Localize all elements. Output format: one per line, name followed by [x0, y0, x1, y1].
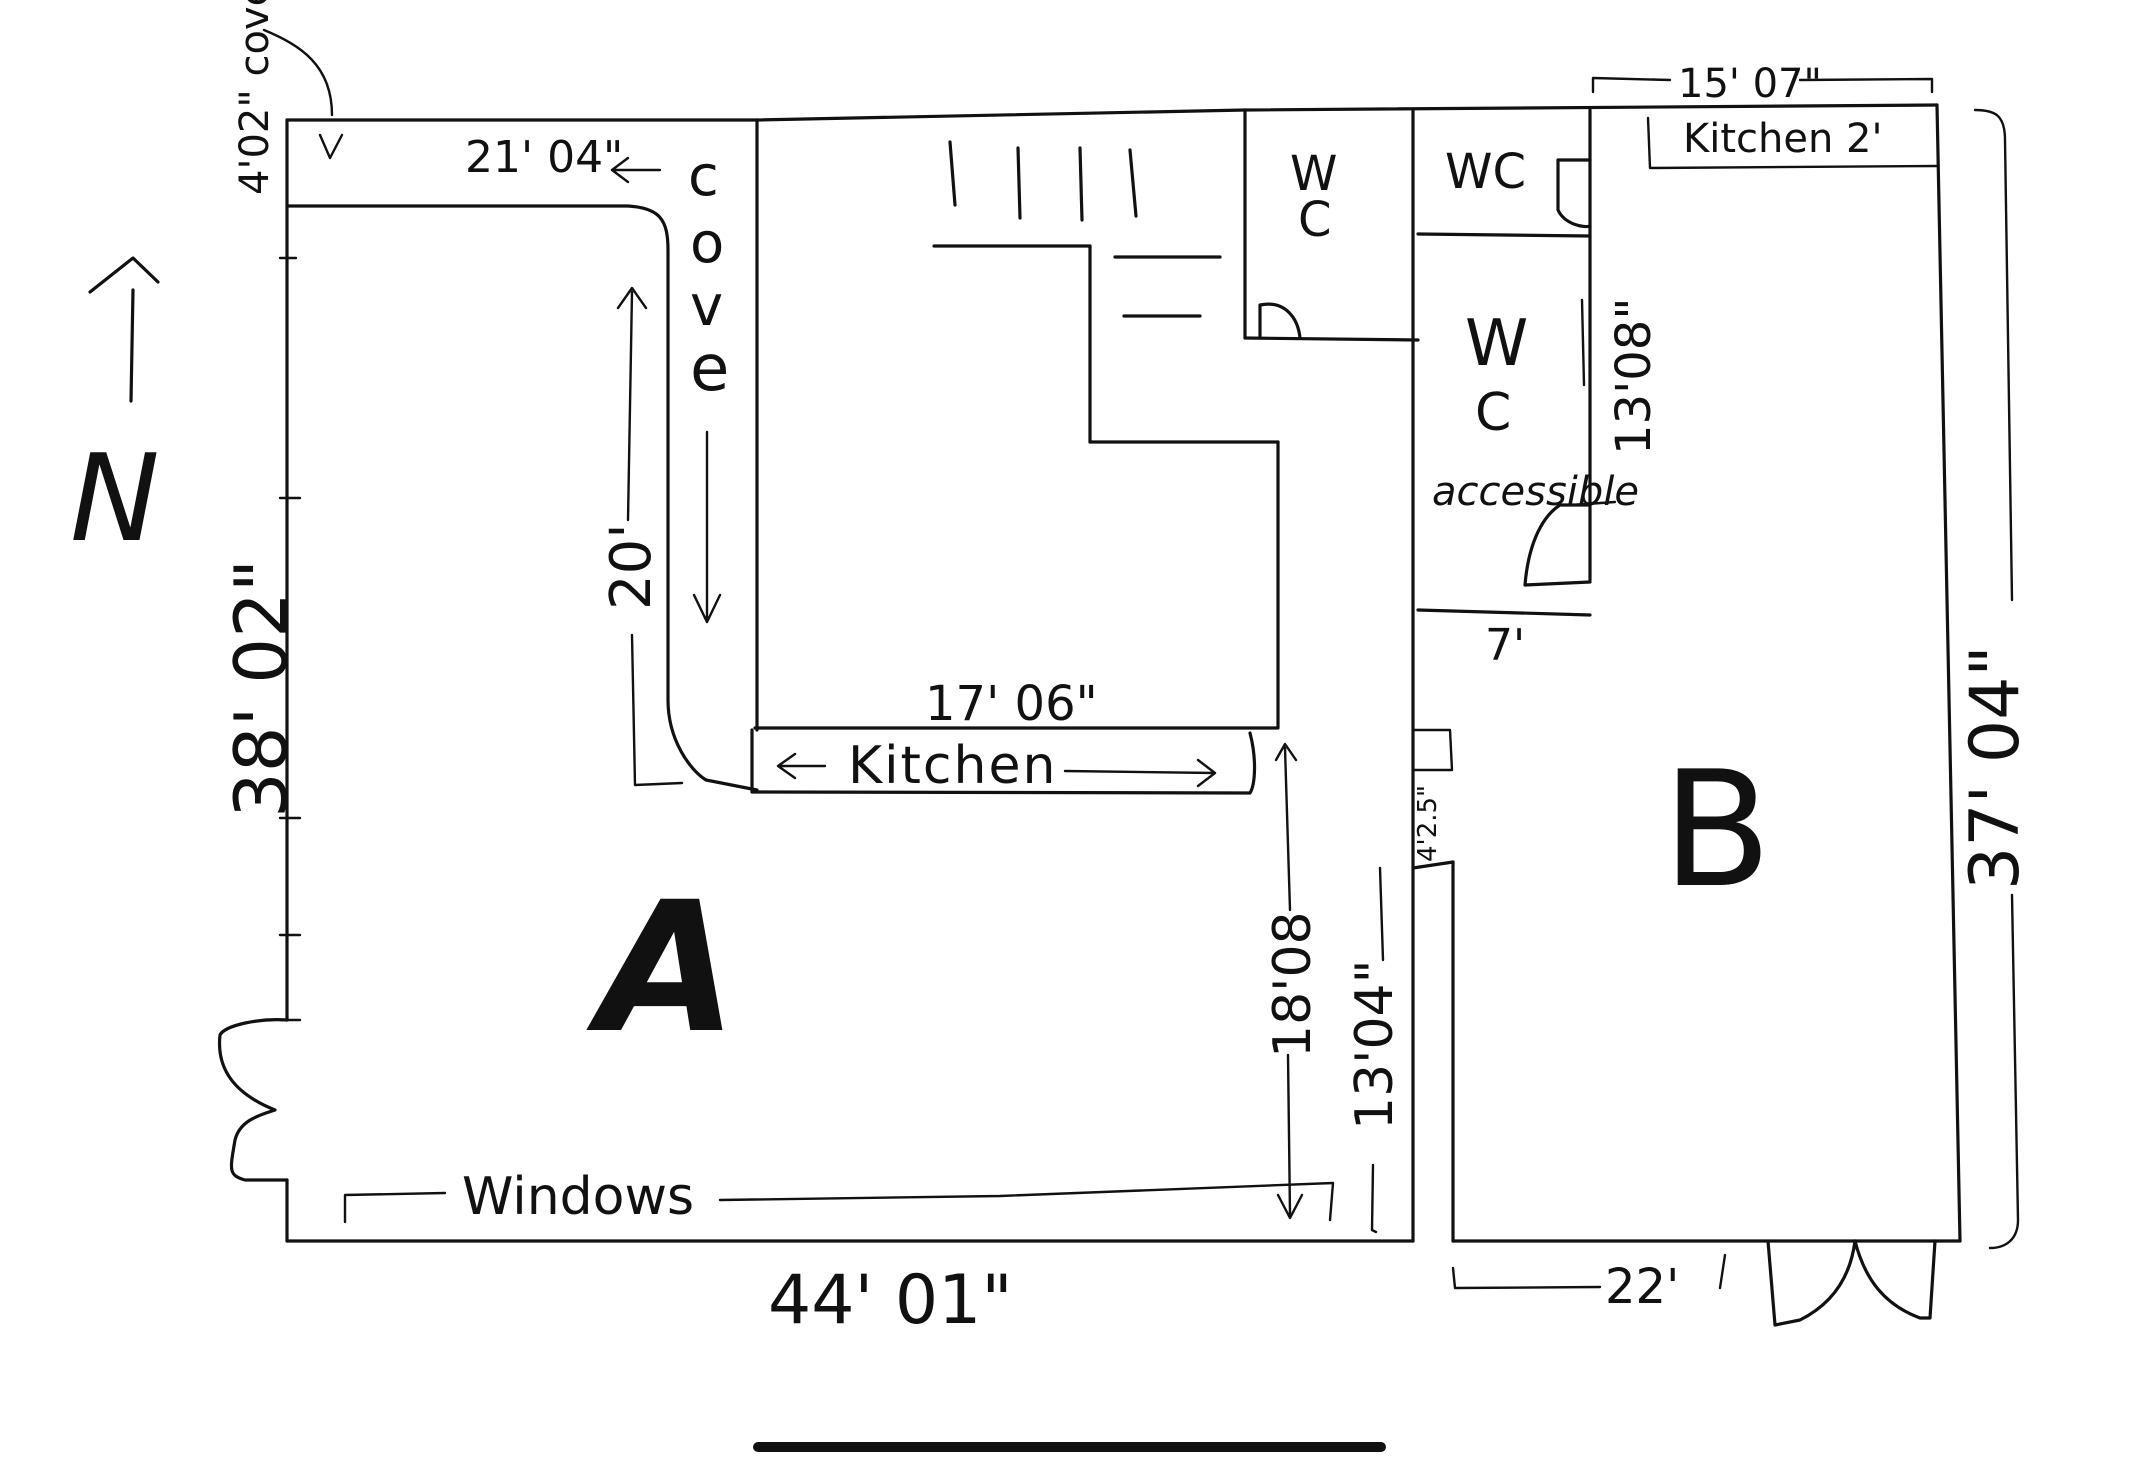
kitchen-a-arrows	[776, 752, 1217, 788]
north-arrow	[88, 256, 160, 403]
stair-marks	[948, 140, 1138, 222]
kitchen-a-label: Kitchen	[848, 736, 1057, 796]
dim-21-04: 21' 04"	[465, 132, 623, 183]
dim-22: 22'	[1605, 1259, 1679, 1315]
windows-dim-line	[343, 1181, 1335, 1224]
home-indicator-bar	[753, 1442, 1386, 1452]
kitchen-b-counter	[1646, 116, 1939, 170]
dim-44-01: 44' 01"	[768, 1261, 1013, 1340]
dim-15-07: 15' 07"	[1678, 61, 1822, 107]
dim-13-04-line	[1370, 866, 1385, 1234]
dim-20-line	[616, 286, 684, 787]
wc-3-c: C	[1475, 383, 1511, 443]
north-letter: N	[70, 430, 160, 569]
double-door-b	[1766, 1239, 1937, 1327]
dim-20: 20'	[599, 523, 664, 610]
dim-7: 7'	[1485, 620, 1525, 671]
accessible-label: accessible	[1432, 469, 1639, 515]
cove-letter-e: e	[690, 332, 729, 406]
cove-letter-o: o	[690, 211, 724, 276]
kitchen-a-counter	[750, 726, 1280, 795]
cove-down-arrow	[692, 430, 722, 624]
kitchen-b-label: Kitchen 2'	[1683, 116, 1883, 162]
dim-18-08-line	[1274, 742, 1304, 1220]
central-walls	[755, 118, 1280, 732]
dim-13-08: 13'08"	[1606, 298, 1662, 455]
wc-3-w: W	[1465, 307, 1528, 381]
windows-label: Windows	[462, 1167, 694, 1227]
dim-17-06: 17' 06"	[925, 676, 1098, 732]
dim-38-02: 38' 02"	[219, 559, 303, 818]
dim-21-04-arrow	[610, 156, 662, 184]
dim-37-04: 37' 04"	[1956, 645, 2035, 890]
wc-1-w: W	[1290, 146, 1337, 202]
dim-15-07-line	[1591, 76, 1934, 94]
wc-2-label: WC	[1445, 144, 1526, 200]
dim-22-line	[1451, 1253, 1727, 1290]
cove-letter-v: v	[690, 274, 723, 339]
dim-18-08: 18'08	[1263, 911, 1323, 1058]
accessible-underline	[1570, 500, 1617, 507]
cove-vertical-label: c o v e	[688, 144, 729, 406]
outer-walls	[285, 103, 1962, 1243]
west-door-swing	[217, 1018, 289, 1182]
demising-walls	[1411, 108, 1455, 1243]
dim-37-04-line	[1973, 108, 2020, 1250]
dim-4-2-5: 4'2.5"	[1413, 785, 1443, 862]
room-a-label: A	[586, 864, 737, 1073]
wc-1-c: C	[1298, 192, 1332, 248]
cove-letter-c: c	[688, 144, 719, 209]
room-b-label: B	[1662, 736, 1772, 923]
restroom-walls	[1243, 108, 1592, 617]
cove	[262, 28, 759, 792]
dim-13-04: 13'04"	[1345, 959, 1405, 1130]
cove-top-label: 4'02" cove	[232, 0, 278, 195]
